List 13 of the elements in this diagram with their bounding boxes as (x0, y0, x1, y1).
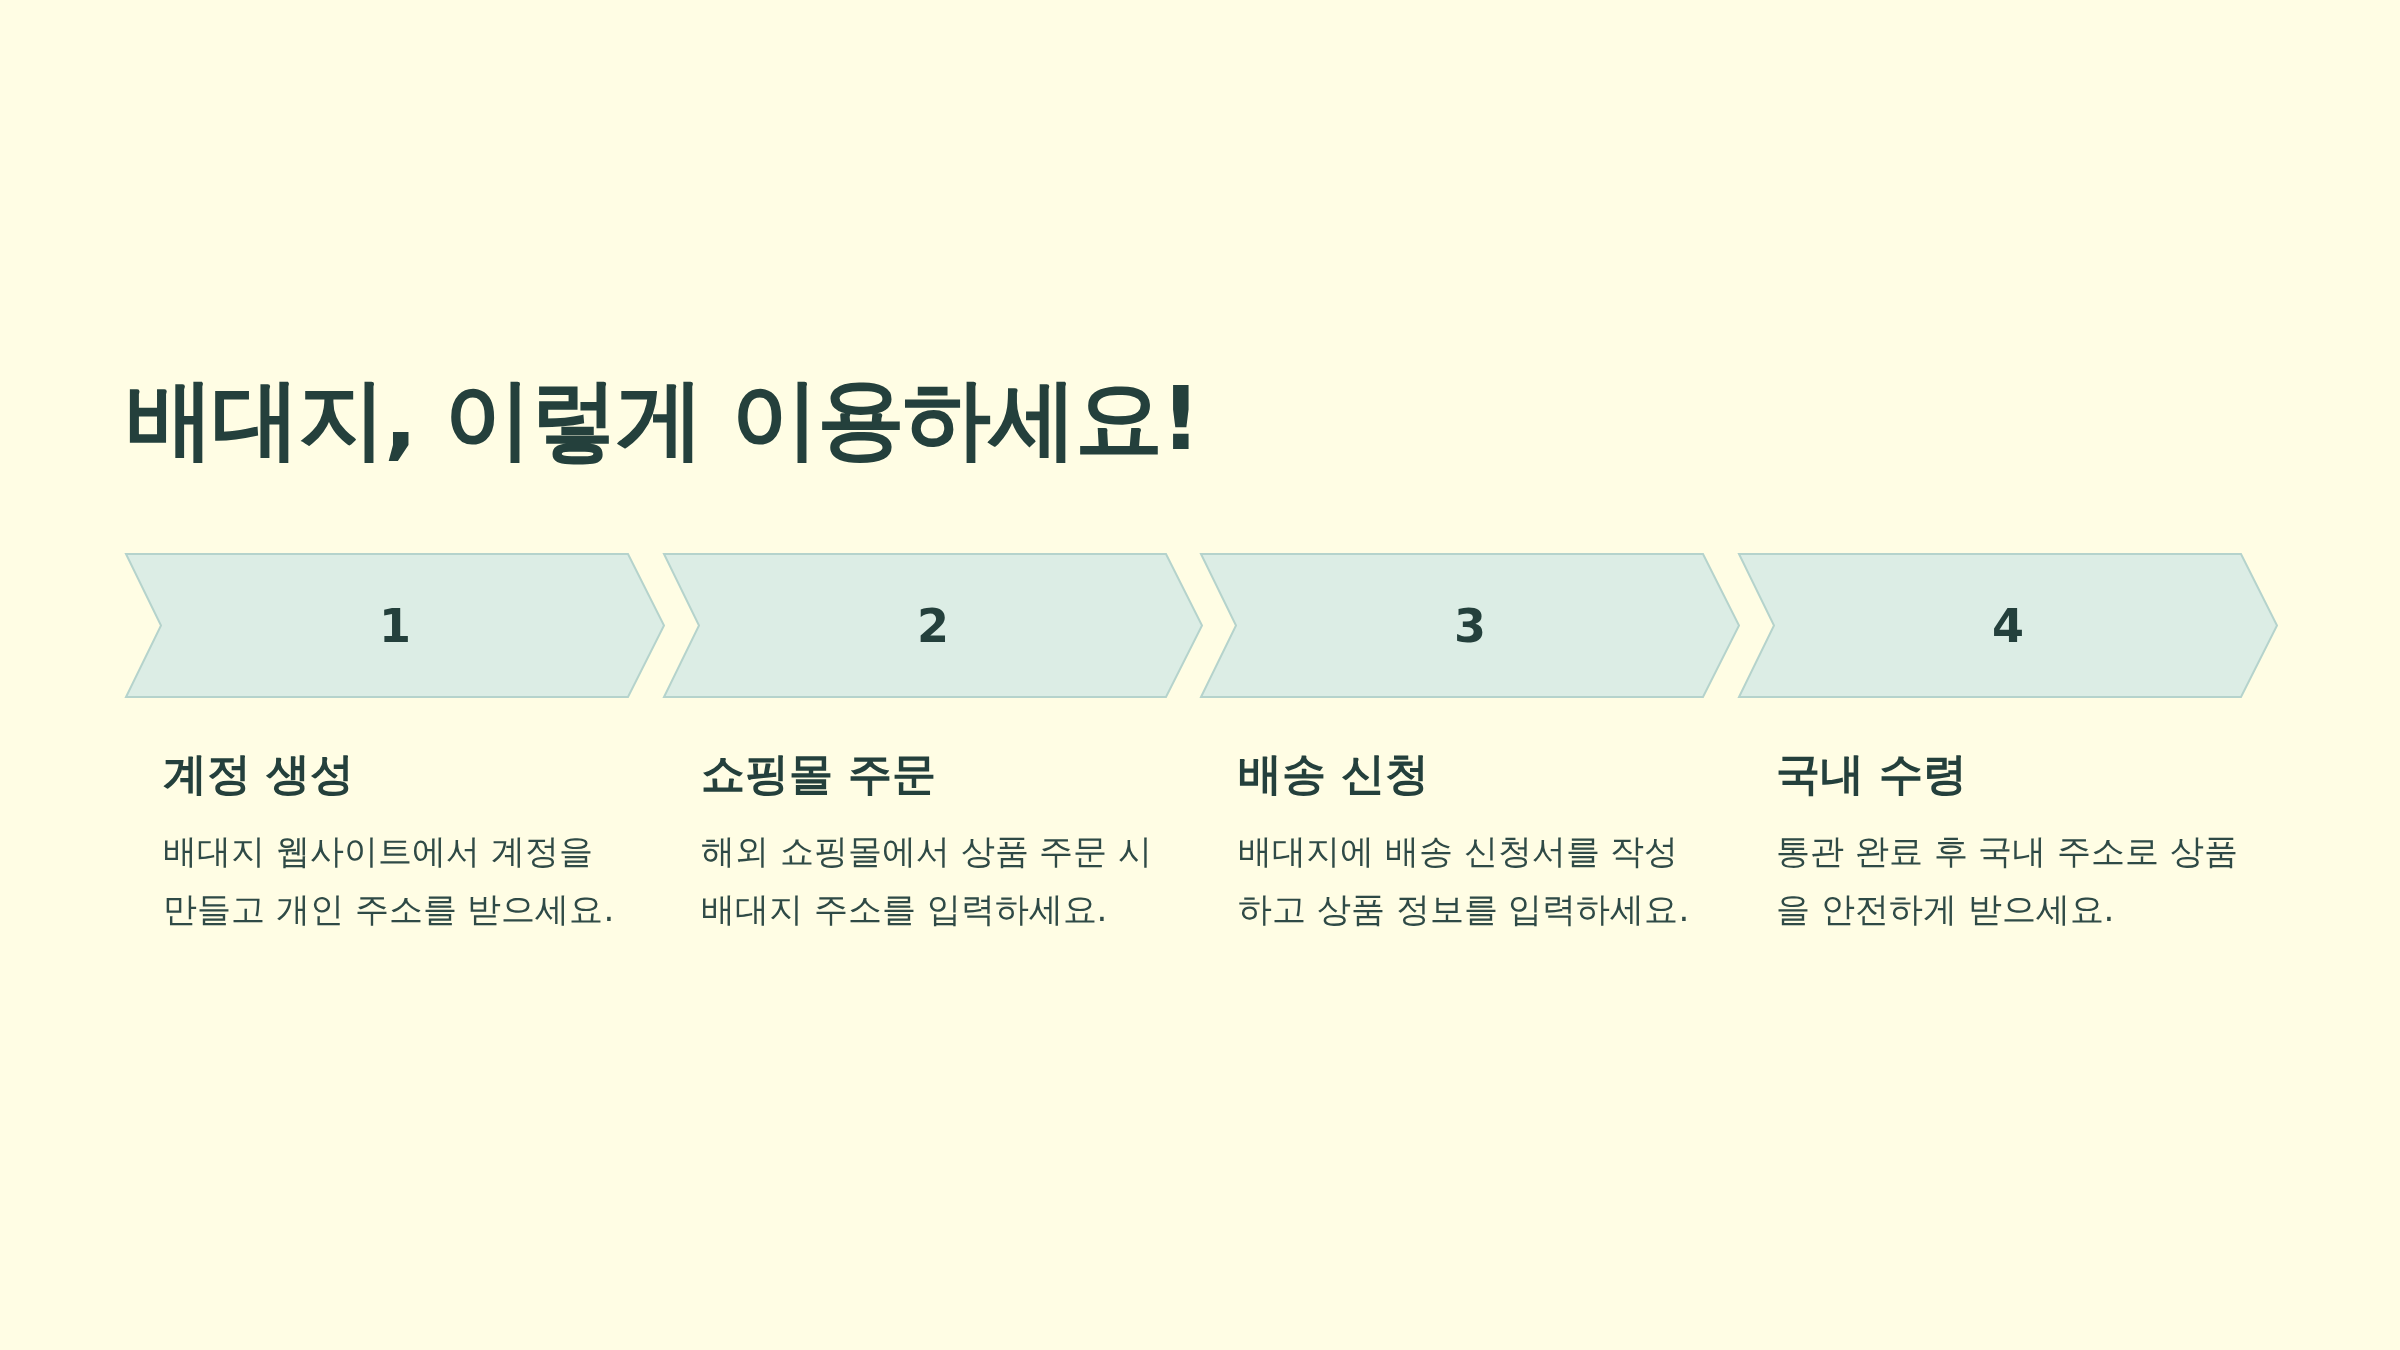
step-heading: 국내 수령 (1776, 747, 1968, 801)
step-description: 해외 쇼핑몰에서 상품 주문 시 배대지 주소를 입력하세요. (701, 830, 1154, 931)
step-number: 1 (379, 598, 411, 653)
step-heading: 배송 신청 (1238, 747, 1430, 801)
title: 배대지, 이렇게 이용하세요! (126, 366, 1199, 472)
step-number: 2 (917, 598, 949, 653)
step-number: 4 (1992, 598, 2024, 653)
step-description: 배대지 웹사이트에서 계정을 만들고 개인 주소를 받으세요. (163, 830, 616, 931)
step-description: 통관 완료 후 국내 주소로 상품을 안전하게 받으세요. (1776, 830, 2240, 931)
step-description: 배대지에 배송 신청서를 작성하고 상품 정보를 입력하세요. (1238, 830, 1691, 931)
step-number: 3 (1454, 598, 1486, 653)
step-heading: 계정 생성 (163, 747, 355, 801)
step-heading: 쇼핑몰 주문 (701, 747, 937, 801)
